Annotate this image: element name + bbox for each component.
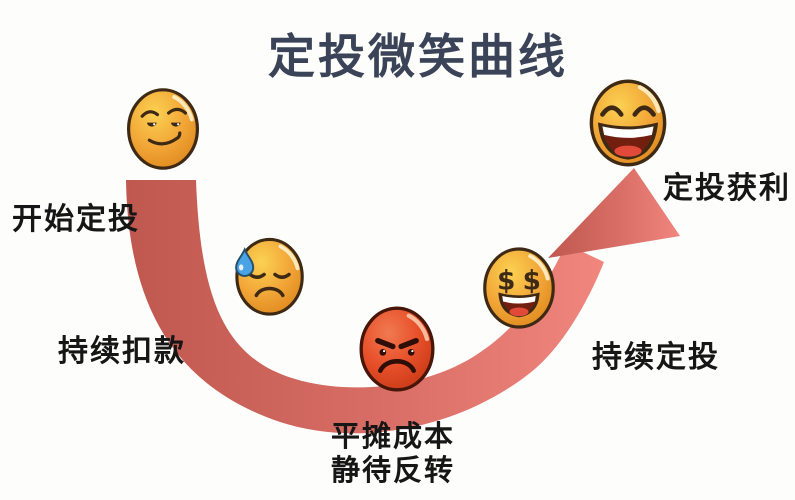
label-start-investing: 开始定投 bbox=[12, 202, 140, 237]
label-continue-investing: 持续定投 bbox=[592, 340, 720, 375]
arrow-head-icon bbox=[548, 168, 680, 258]
worried-sweat-face-icon bbox=[229, 234, 307, 318]
dollar-eye-right: $ bbox=[523, 267, 541, 297]
label-continuous-deduction: 持续扣款 bbox=[58, 334, 186, 369]
angry-face-icon bbox=[355, 304, 439, 394]
money-eyes-face-icon: $ $ bbox=[479, 245, 559, 331]
label-wait-reversal: 静待反转 bbox=[330, 453, 455, 487]
smirk-face-icon bbox=[123, 85, 203, 173]
smile-curve-stroke bbox=[126, 180, 604, 434]
dollar-eye-left: $ bbox=[497, 267, 515, 297]
label-investing-profit: 定投获利 bbox=[663, 171, 791, 206]
page-title: 定投微笑曲线 bbox=[268, 30, 568, 85]
label-average-cost-wait-reversal: 平摊成本 静待反转 bbox=[313, 419, 473, 487]
laughing-face-icon bbox=[585, 77, 671, 169]
label-average-cost: 平摊成本 bbox=[330, 419, 455, 453]
